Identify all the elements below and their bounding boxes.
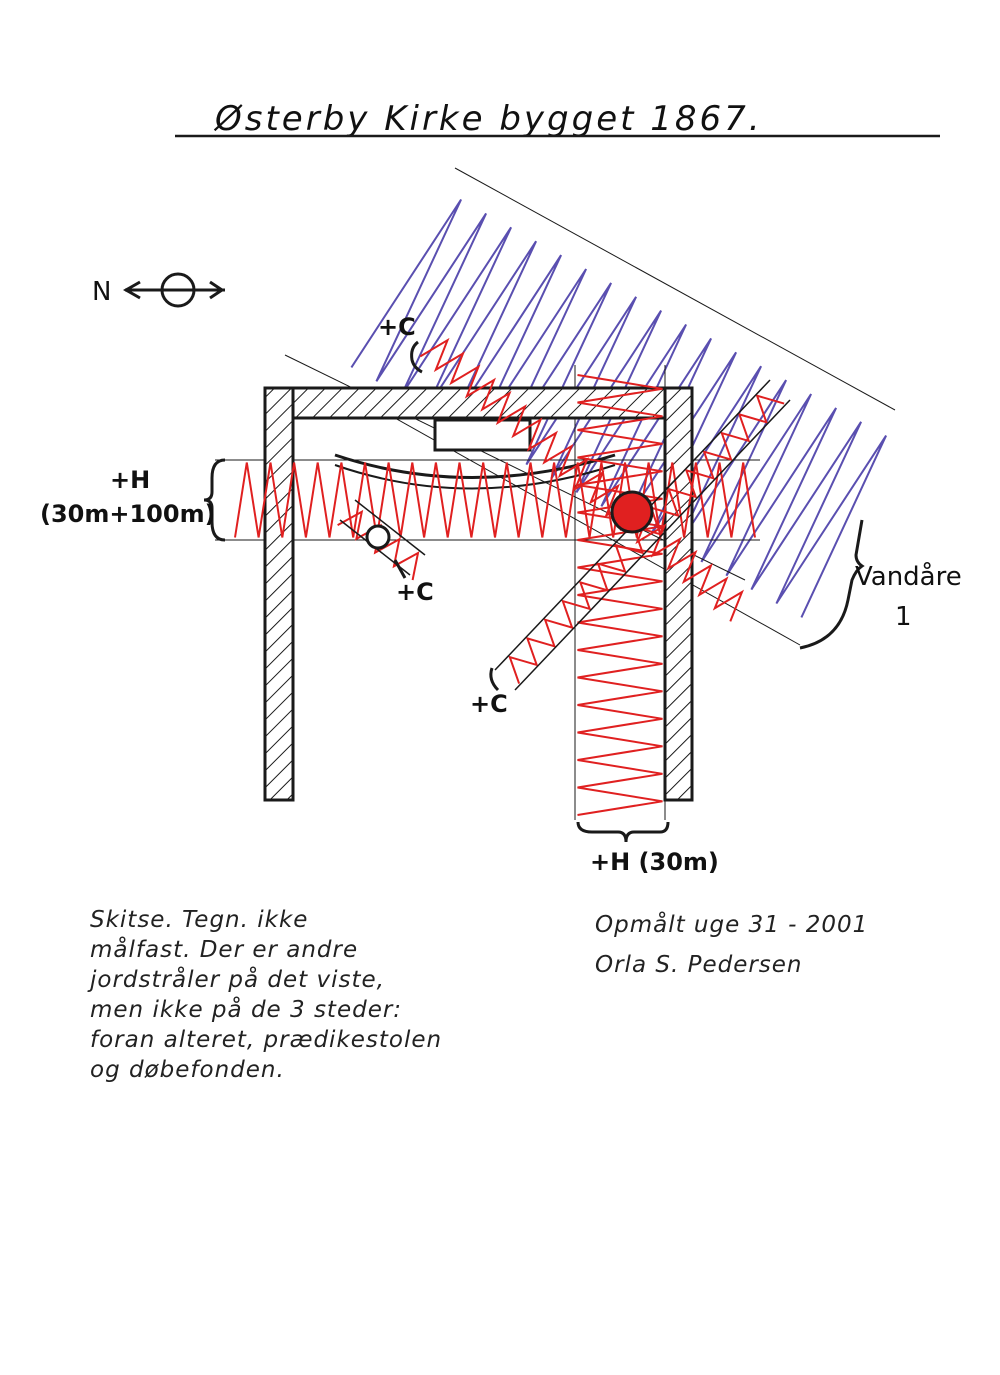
- note-line: målfast. Der er andre: [90, 937, 359, 963]
- surveyor-name: Orla S. Pedersen: [595, 952, 803, 978]
- survey-note: Opmålt uge 31 - 2001 Orla S. Pedersen: [595, 905, 985, 985]
- label-h-left-1: +H: [110, 466, 150, 494]
- note-line: jordstråler på det viste,: [90, 967, 385, 993]
- survey-date: Opmålt uge 31 - 2001: [595, 912, 869, 938]
- west-wall: [263, 386, 295, 802]
- label-c-mid: +C: [470, 690, 508, 718]
- east-wall: [663, 386, 694, 802]
- label-water-1: Vandåre: [855, 561, 962, 592]
- note-line: og døbefonden.: [90, 1057, 285, 1083]
- pulpit-marker: [365, 524, 391, 550]
- braces: [203, 340, 865, 843]
- note-line: men ikke på de 3 steder:: [90, 997, 403, 1023]
- label-h-bottom: +H (30m): [590, 848, 719, 876]
- note-line: Skitse. Tegn. ikke: [90, 907, 309, 933]
- church-walls: [263, 386, 694, 802]
- label-h-left-2: (30m+100m): [40, 500, 216, 528]
- compass-arrow-icon: N: [92, 272, 225, 308]
- north-wall: [263, 386, 692, 420]
- label-c-top: +C: [378, 313, 416, 341]
- note-line: foran alteret, prædikestolen: [90, 1027, 443, 1053]
- label-water-2: 1: [895, 602, 912, 632]
- sketch-note: Skitse. Tegn. ikke målfast. Der er andre…: [90, 905, 560, 1085]
- north-label: N: [92, 277, 111, 307]
- page-title: Østerby Kirke bygget 1867.: [213, 99, 763, 139]
- baptismal-font-marker: [610, 490, 654, 534]
- altar-rail-arc: [334, 453, 616, 479]
- label-c-left: +C: [396, 578, 434, 606]
